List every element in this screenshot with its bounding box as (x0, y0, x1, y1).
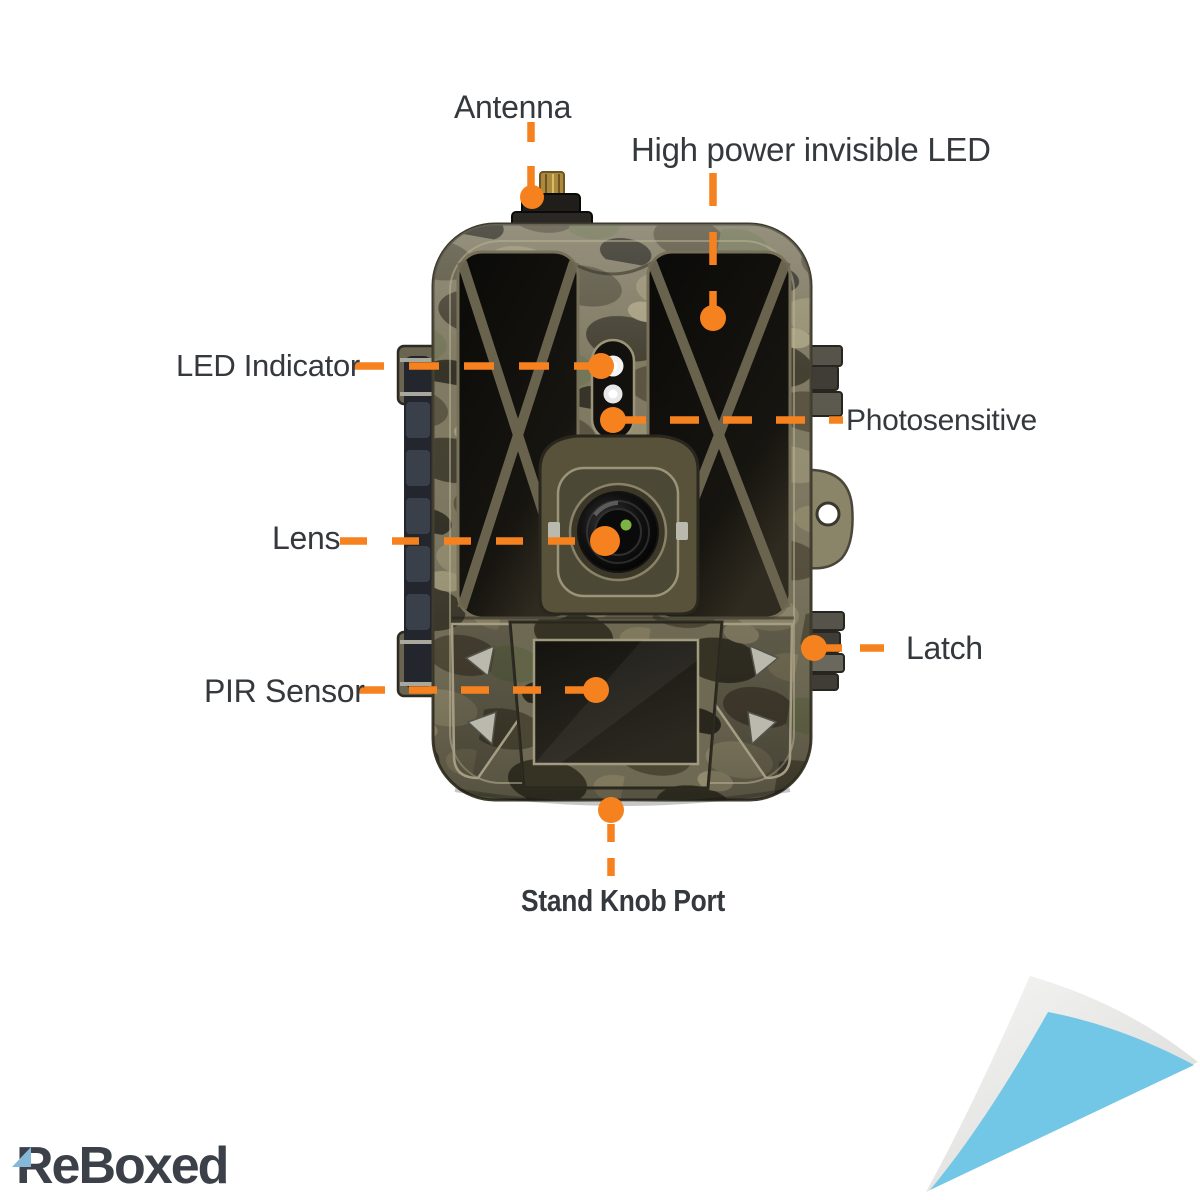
pir-housing (508, 620, 724, 790)
logo-triangle-icon (12, 1147, 31, 1167)
callout-label-photosensitive: Photosensitive (846, 404, 1037, 437)
ear-hole (815, 501, 841, 527)
callout-label-stand-knob-port: Stand Knob Port (521, 883, 726, 918)
callout-label-antenna: Antenna (454, 89, 572, 125)
mounting-ear (802, 468, 854, 570)
callout-lines (340, 122, 896, 878)
page-curl-icon (926, 976, 1198, 1192)
callout-dot-lens (590, 526, 620, 556)
lens-glint (620, 519, 632, 531)
callout-label-latch: Latch (906, 630, 983, 666)
brand-logo: ReBoxed (16, 1137, 229, 1195)
callout-dot-stand-knob-port (598, 797, 624, 823)
callout-dots (520, 185, 827, 823)
corner-decor-right (710, 622, 794, 780)
lens-assembly (538, 434, 700, 616)
callout-label-lens: Lens (272, 520, 341, 556)
callout-label-led-indicator: LED Indicator (176, 348, 360, 383)
callout-dot-photosensitive (600, 407, 626, 433)
callout-dot-high-power-led (700, 305, 726, 331)
callout-dot-pir-sensor (583, 677, 609, 703)
pir-window (532, 638, 700, 766)
callout-label-high-power-led: High power invisible LED (631, 131, 991, 168)
callout-dot-antenna (520, 185, 544, 209)
callout-label-pir-sensor: PIR Sensor (204, 673, 365, 709)
callout-dot-led-indicator (588, 353, 614, 379)
callout-dot-latch (801, 635, 827, 661)
